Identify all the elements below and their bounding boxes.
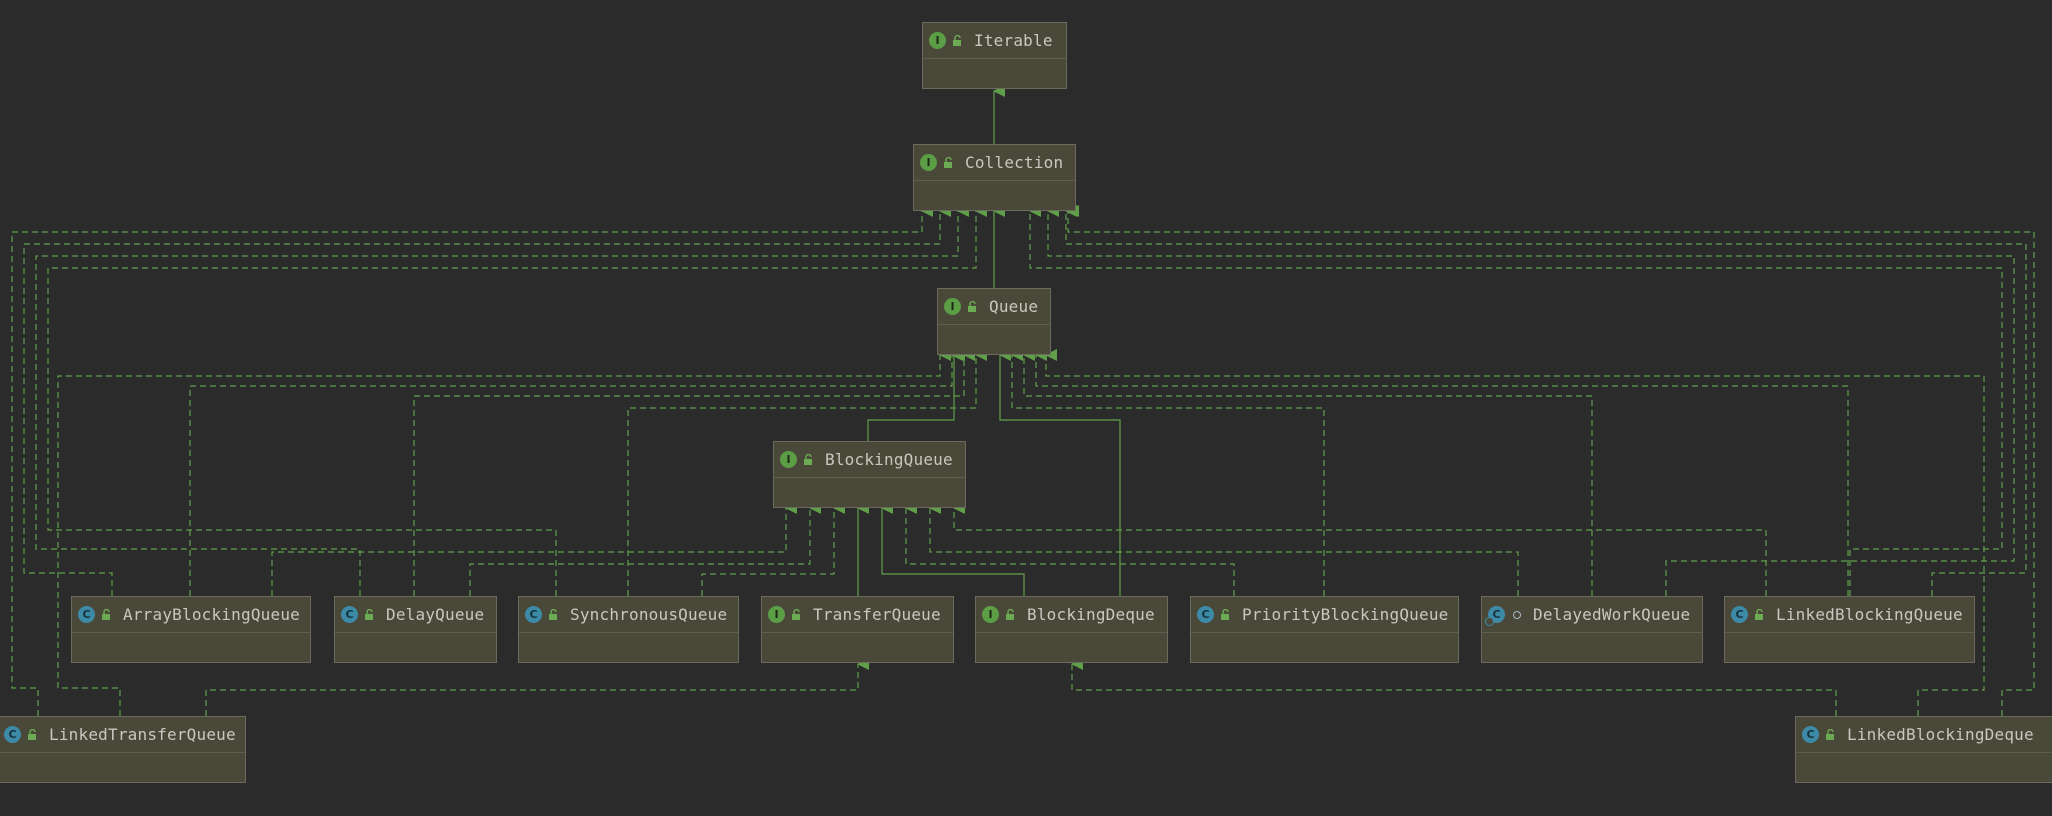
interface-icon: I [768,606,785,623]
node-linkedblockingqueue[interactable]: C LinkedBlockingQueue [1724,596,1975,663]
public-lock-icon [100,608,114,622]
class-icon: C [1802,726,1819,743]
node-label: BlockingDeque [1027,605,1155,624]
public-lock-icon [802,453,816,467]
node-arrayblockingqueue[interactable]: C ArrayBlockingQueue [71,596,311,663]
edge-lbd-bd [1071,658,1837,716]
class-icon: C [78,606,95,623]
class-icon: C [341,606,358,623]
edge-bd-queue [999,349,1121,596]
edge-lbd-queue [1045,349,1985,716]
node-collection[interactable]: I Collection [913,144,1076,211]
node-delayqueue[interactable]: C DelayQueue [334,596,497,663]
node-header: I TransferQueue [762,597,953,633]
node-label: PriorityBlockingQueue [1242,605,1449,624]
edge-ltq-tq [205,658,869,716]
public-lock-icon [363,608,377,622]
node-label: DelayedWorkQueue [1533,605,1691,624]
node-linkedtransferqueue[interactable]: C LinkedTransferQueue [0,716,246,783]
public-lock-icon [1219,608,1233,622]
edge-pbq-collection [1029,205,2003,596]
edge-dq-queue [413,349,975,596]
node-label: Collection [965,153,1064,172]
edge-abq-bq [271,502,797,596]
node-header: C LinkedBlockingDeque [1796,717,2052,753]
edge-ltq-collection [11,205,933,716]
edge-pbq-bq [905,502,1235,596]
node-label: Iterable [974,31,1053,50]
node-delayedworkqueue[interactable]: C DelayedWorkQueue [1481,596,1703,663]
node-header: C DelayQueue [335,597,496,633]
node-header: I BlockingDeque [976,597,1167,633]
public-lock-icon [547,608,561,622]
public-lock-icon [1824,728,1838,742]
edge-lbd-collection [1067,205,2035,716]
node-label: SynchronousQueue [570,605,728,624]
node-linkedblockingdeque[interactable]: C LinkedBlockingDeque [1795,716,2052,783]
edge-dwq-collection [1047,205,2015,596]
edge-sq-bq [701,502,845,596]
edge-sq-queue [627,349,987,596]
node-header: C PriorityBlockingQueue [1191,597,1458,633]
node-header: I Collection [914,145,1075,181]
public-lock-icon [1753,608,1767,622]
edge-lbq-collection [1065,205,2027,596]
interface-icon: I [780,451,797,468]
interface-icon: I [982,606,999,623]
class-icon: C [525,606,542,623]
edge-pbq-queue [1011,349,1325,596]
edge-lbq-queue [1035,349,1849,596]
node-priorityblockingqueue[interactable]: C PriorityBlockingQueue [1190,596,1459,663]
node-header: C LinkedTransferQueue [0,717,245,753]
node-queue[interactable]: I Queue [937,288,1051,355]
class-icon: C [1485,606,1505,626]
node-header: C LinkedBlockingQueue [1725,597,1974,633]
public-lock-icon [942,156,956,170]
node-label: LinkedTransferQueue [49,725,236,744]
edge-lbq-bq [953,502,1767,596]
node-label: ArrayBlockingQueue [123,605,300,624]
public-lock-icon [790,608,804,622]
interface-icon: I [944,298,961,315]
node-label: DelayQueue [386,605,485,624]
node-transferqueue[interactable]: I TransferQueue [761,596,954,663]
node-header: C SynchronousQueue [519,597,738,633]
edge-dq-bq [469,502,821,596]
node-label: BlockingQueue [825,450,953,469]
class-icon: C [1731,606,1748,623]
node-blockingqueue[interactable]: I BlockingQueue [773,441,966,508]
node-iterable[interactable]: I Iterable [922,22,1067,89]
public-lock-icon [26,728,40,742]
node-blockingdeque[interactable]: I BlockingDeque [975,596,1168,663]
node-label: Queue [989,297,1039,316]
node-label: LinkedBlockingQueue [1776,605,1963,624]
edge-dwq-bq [929,502,1519,596]
node-label: TransferQueue [813,605,941,624]
node-label: LinkedBlockingDeque [1847,725,2034,744]
public-lock-icon [966,300,980,314]
class-icon: C [1197,606,1214,623]
edge-abq-queue [189,349,963,596]
interface-icon: I [920,154,937,171]
node-header: I BlockingQueue [774,442,965,478]
package-private-icon [1510,608,1524,622]
edge-bd-bq [881,502,1025,596]
interface-icon: I [929,32,946,49]
edge-sq-collection [47,205,987,596]
node-header: C DelayedWorkQueue [1482,597,1702,633]
edge-abq-collection [23,205,951,596]
node-synchronousqueue[interactable]: C SynchronousQueue [518,596,739,663]
edge-dq-collection [35,205,969,596]
edge-ltq-queue [57,349,951,716]
edge-dwq-queue [1023,349,1593,596]
edge-bq-queue [867,349,965,441]
class-icon: C [4,726,21,743]
node-header: I Queue [938,289,1050,325]
node-header: I Iterable [923,23,1066,59]
node-header: C ArrayBlockingQueue [72,597,310,633]
public-lock-icon [1004,608,1018,622]
public-lock-icon [951,34,965,48]
